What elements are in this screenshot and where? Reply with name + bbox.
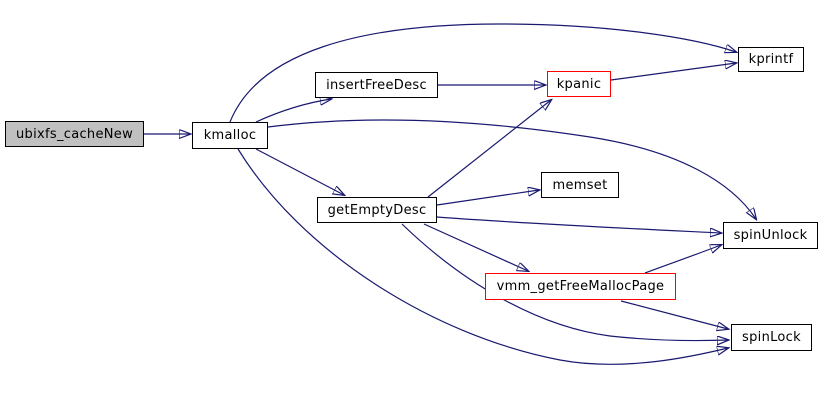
edge-kmalloc-getEmptyDesc (255, 148, 344, 195)
edge-kmalloc-spinLock (237, 148, 728, 365)
edge-kmalloc-spinUnlock (267, 119, 756, 219)
edge-kmalloc-kprintf (229, 23, 736, 123)
node-spinUnlock[interactable]: spinUnlock (723, 222, 818, 249)
node-getEmptyDesc[interactable]: getEmptyDesc (317, 197, 437, 223)
edge-getEmptyDesc-memset (436, 190, 539, 206)
node-ubixfs_cacheNew: ubixfs_cacheNew (5, 121, 144, 147)
node-kprintf[interactable]: kprintf (738, 47, 804, 72)
node-insertFreeDesc[interactable]: insertFreeDesc (315, 72, 438, 98)
node-memset[interactable]: memset (541, 172, 619, 198)
edge-kmalloc-insertFreeDesc (255, 99, 331, 123)
node-vmm_getFreeMallocPage[interactable]: vmm_getFreeMallocPage (485, 273, 676, 300)
edge-getEmptyDesc-kpanic (427, 100, 551, 198)
edge-vmm_getFreeMallocPage-spinUnlock (644, 245, 721, 274)
edge-getEmptyDesc-spinLock (401, 223, 728, 341)
node-kpanic[interactable]: kpanic (547, 71, 611, 97)
node-spinLock[interactable]: spinLock (731, 324, 812, 351)
edge-vmm_getFreeMallocPage-spinLock (620, 300, 728, 329)
edge-getEmptyDesc-vmm_getFreeMallocPage (423, 223, 528, 271)
edge-getEmptyDesc-spinUnlock (436, 216, 721, 233)
edge-kpanic-kprintf (610, 63, 736, 81)
node-kmalloc[interactable]: kmalloc (192, 122, 268, 149)
